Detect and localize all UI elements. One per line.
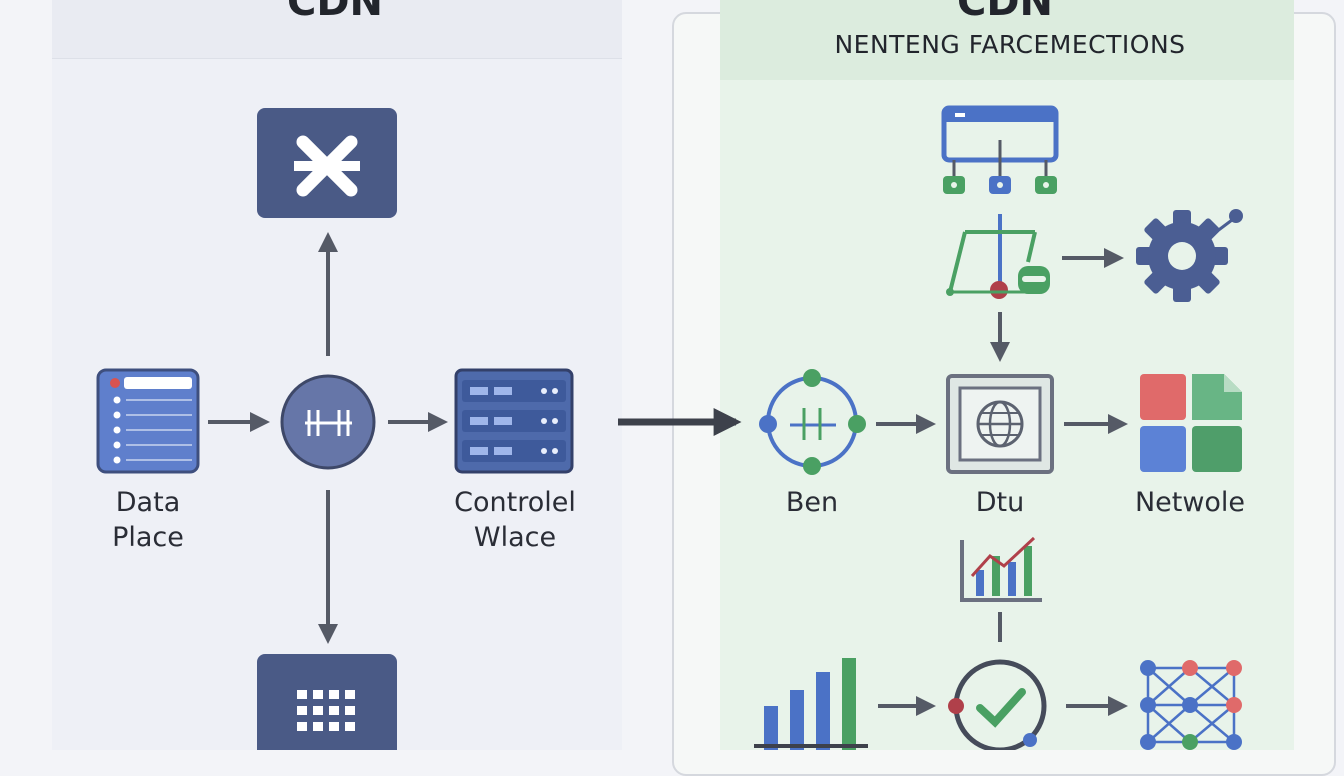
- dtu-label: Dtu: [975, 487, 1025, 518]
- controlel-wlace-label-line1: Controlel: [454, 487, 576, 518]
- data-place-label-line1: Data: [115, 487, 181, 518]
- data-place-label-line2: Place: [112, 522, 184, 553]
- right-arrows: [876, 248, 1128, 716]
- bar-chart-icon: [754, 658, 868, 750]
- left-arrows: [208, 232, 448, 644]
- ben-node-icon: [759, 369, 866, 475]
- hub-glyph-label: H: [300, 405, 356, 439]
- globe-frame-icon: [946, 374, 1054, 474]
- diagram-canvas: [96, 105, 1243, 750]
- netwole-label: Netwole: [1134, 487, 1246, 518]
- right-panel-subtitle: NENTENG FARCEMECTIONS: [834, 30, 1186, 59]
- right-panel-header: [720, 0, 1294, 80]
- hub-node-icon: [280, 374, 376, 470]
- tiles-document-icon: [1140, 374, 1242, 472]
- left-panel-title: CDN: [286, 0, 384, 25]
- server-rack-icon: [454, 368, 574, 474]
- line-chart-icon: [960, 536, 1042, 602]
- keypad-box-icon: [257, 654, 397, 750]
- balance-scale-icon: [946, 214, 1050, 299]
- hierarchy-icon: [941, 105, 1059, 194]
- gear-icon: [1136, 209, 1243, 302]
- ben-label: Ben: [785, 487, 839, 518]
- controlel-wlace-label-line2: Wlace: [473, 522, 557, 553]
- right-panel-title: CDN: [956, 0, 1054, 25]
- left-panel-header: [52, 0, 622, 59]
- list-document-icon: [96, 368, 200, 474]
- cross-box-icon: [257, 108, 397, 218]
- check-circle-icon: [948, 659, 1047, 750]
- neural-network-icon: [1140, 660, 1242, 750]
